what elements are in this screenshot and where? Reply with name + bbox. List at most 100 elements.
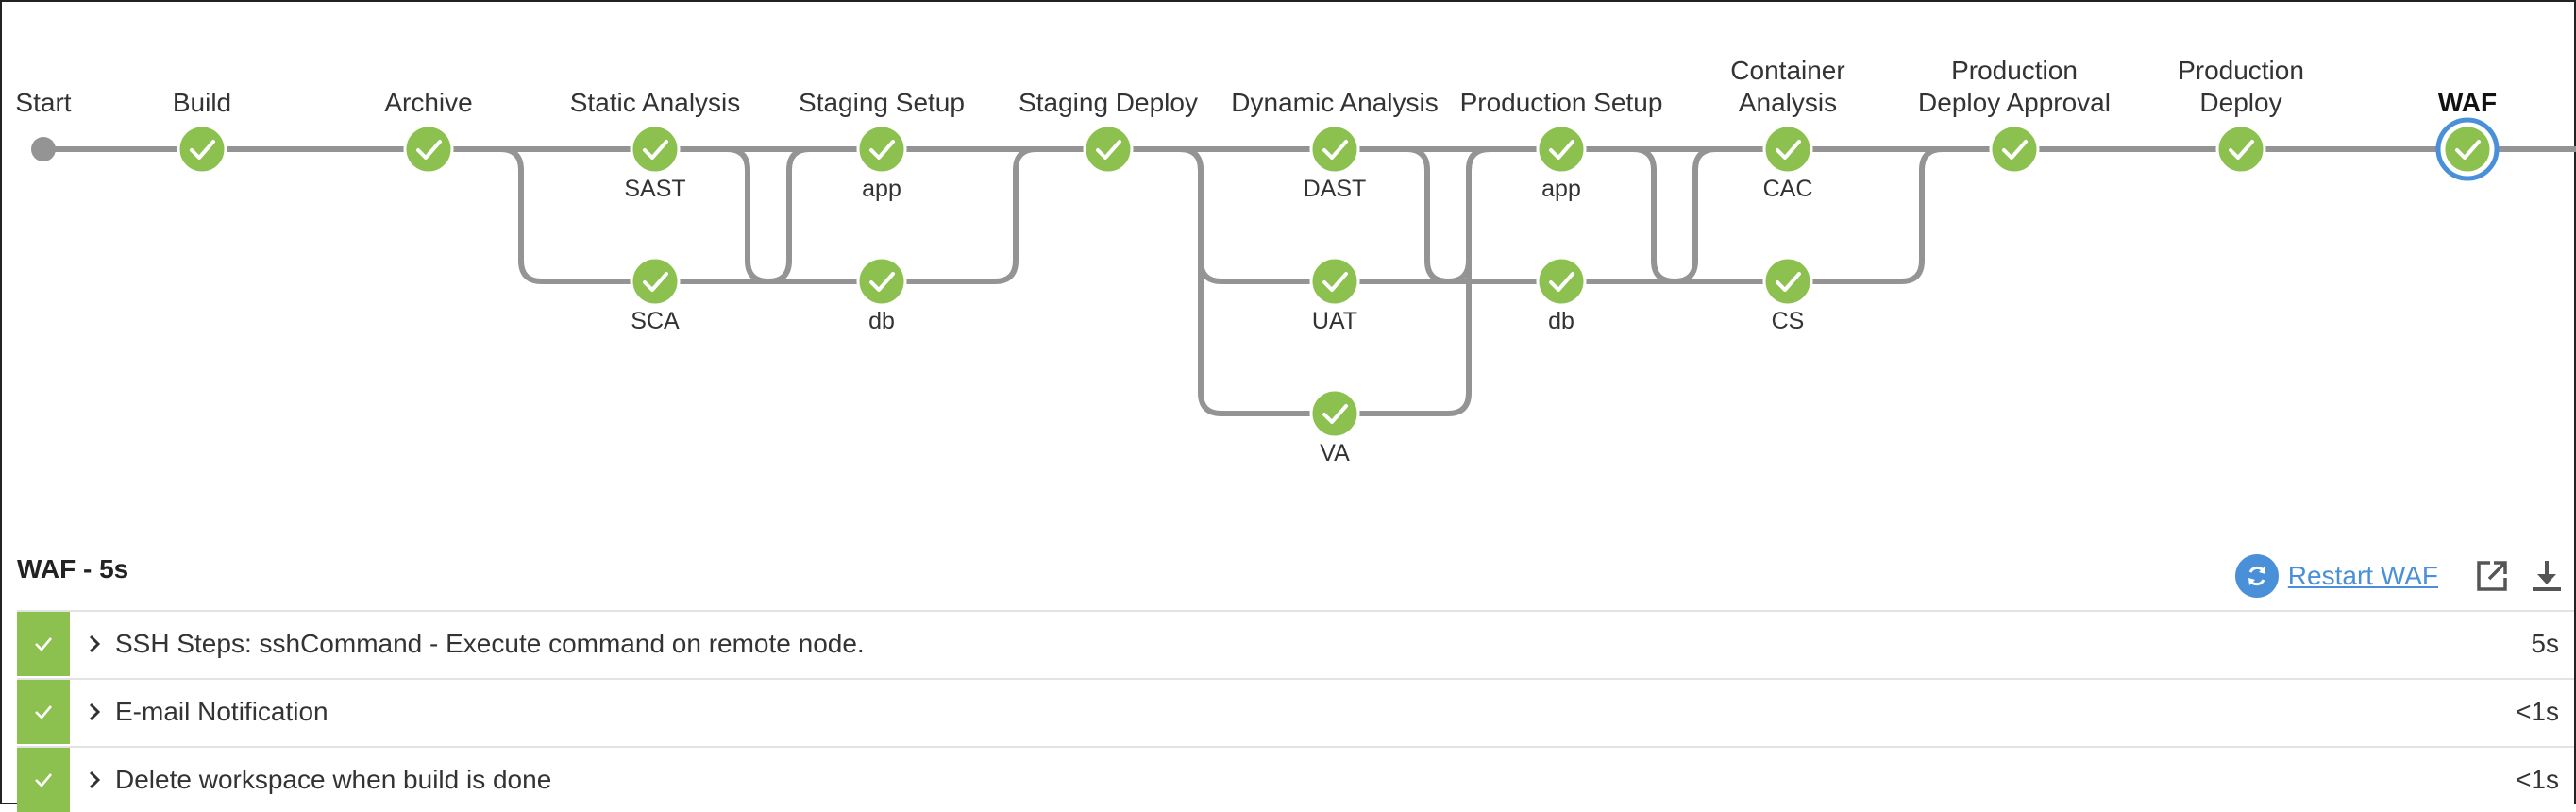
stage-title: Analysis [1739,88,1837,117]
status-success-node [2442,124,2493,175]
check-icon [869,140,895,160]
stage-title: Production [2178,56,2304,85]
branch-label: VA [1320,440,1350,466]
branch-label: UAT [1312,308,1357,334]
stage-title: Container [1730,56,1844,85]
status-success-node [856,256,907,307]
branch-label: app [1541,176,1581,202]
check-icon [2455,140,2481,160]
branch-label: db [868,308,895,334]
stage-node[interactable] [1536,124,1587,175]
step-title: E-mail Notification [115,697,328,726]
check-icon [17,748,70,812]
step-title: Delete workspace when build is done [115,765,552,794]
stage-title: Archive [384,88,472,117]
chevron-right-icon[interactable] [76,770,113,790]
stage-nodes [31,117,2500,439]
status-success-node [1989,124,2040,175]
step-row[interactable]: Delete workspace when build is done <1s [17,746,2574,812]
restart-waf-link[interactable]: Restart WAF [2287,561,2438,590]
stage-node[interactable] [2215,124,2266,175]
status-success-node [630,256,681,307]
check-icon [1096,140,1121,160]
stage-node[interactable] [1309,388,1360,439]
status-success-node [1309,388,1360,439]
branch-label: SAST [624,176,685,202]
stage-node[interactable] [630,124,681,175]
stage-title: WAF [2438,88,2497,117]
stage-title: Staging Deploy [1019,88,1198,117]
stage-title: Build [173,88,231,117]
step-title: SSH Steps: sshCommand - Execute command … [115,629,865,658]
stage-node[interactable] [1989,124,2040,175]
branch-label: app [862,176,901,202]
check-icon [869,272,895,292]
stage-node[interactable] [2435,117,2500,181]
chevron-right-icon[interactable] [76,634,113,654]
step-row[interactable]: SSH Steps: sshCommand - Execute command … [17,610,2574,676]
step-list: SSH Steps: sshCommand - Execute command … [17,610,2574,812]
stage-title: Dynamic Analysis [1231,88,1438,117]
check-icon [1549,272,1574,292]
branch-label: CS [1772,308,1805,334]
status-success-node [1309,256,1360,307]
check-icon [2002,140,2028,160]
step-duration: <1s [2516,765,2559,794]
check-icon [1776,272,1801,292]
run-header: WAF - 5s [17,554,129,584]
step-duration: 5s [2531,629,2559,658]
status-success-node [1536,124,1587,175]
stage-node[interactable] [1309,256,1360,307]
branch-label: CAC [1763,176,1813,202]
stage-title: Static Analysis [570,88,741,117]
stage-title-start: Start [15,88,71,117]
check-icon [1322,140,1348,160]
check-icon [17,612,70,676]
check-icon [1776,140,1801,160]
stage-node[interactable] [403,124,454,175]
status-success-node [2215,124,2266,175]
stage-node[interactable] [856,256,907,307]
check-icon [1322,404,1348,424]
branch-label: SCA [631,308,680,334]
branch-label: db [1548,308,1574,334]
status-success-node [1762,124,1813,175]
status-success-node [630,124,681,175]
start-node [31,137,56,161]
check-icon [190,140,215,160]
download-icon[interactable] [2525,554,2568,598]
stage-node[interactable] [177,124,227,175]
stage-title: Staging Setup [799,88,965,117]
branch-label: DAST [1304,176,1367,202]
check-icon [17,680,70,744]
status-success-node [403,124,454,175]
stage-title: Deploy Approval [1918,88,2111,117]
check-icon [2229,140,2254,160]
check-icon [416,140,442,160]
stage-node[interactable] [1762,124,1813,175]
open-external-icon[interactable] [2470,554,2514,598]
stage-node[interactable] [1536,256,1587,307]
status-success-node [1083,124,1134,175]
stage-node[interactable] [1083,124,1134,175]
restart-icon[interactable] [2234,554,2279,598]
stage-node[interactable] [1309,124,1360,175]
stage-title: Deploy [2199,88,2281,117]
status-success-node [177,124,227,175]
status-success-node [1762,256,1813,307]
chevron-right-icon[interactable] [76,702,113,722]
status-success-node [856,124,907,175]
check-icon [1322,272,1348,292]
step-duration: <1s [2516,697,2559,726]
stage-title: Production [1951,56,2078,85]
stage-node[interactable] [630,256,681,307]
status-success-node [1536,256,1587,307]
check-icon [1549,140,1574,160]
stage-title: Production Setup [1460,88,1663,117]
step-row[interactable]: E-mail Notification <1s [17,678,2574,744]
stage-node[interactable] [1762,256,1813,307]
stage-node[interactable] [856,124,907,175]
status-success-node [1309,124,1360,175]
